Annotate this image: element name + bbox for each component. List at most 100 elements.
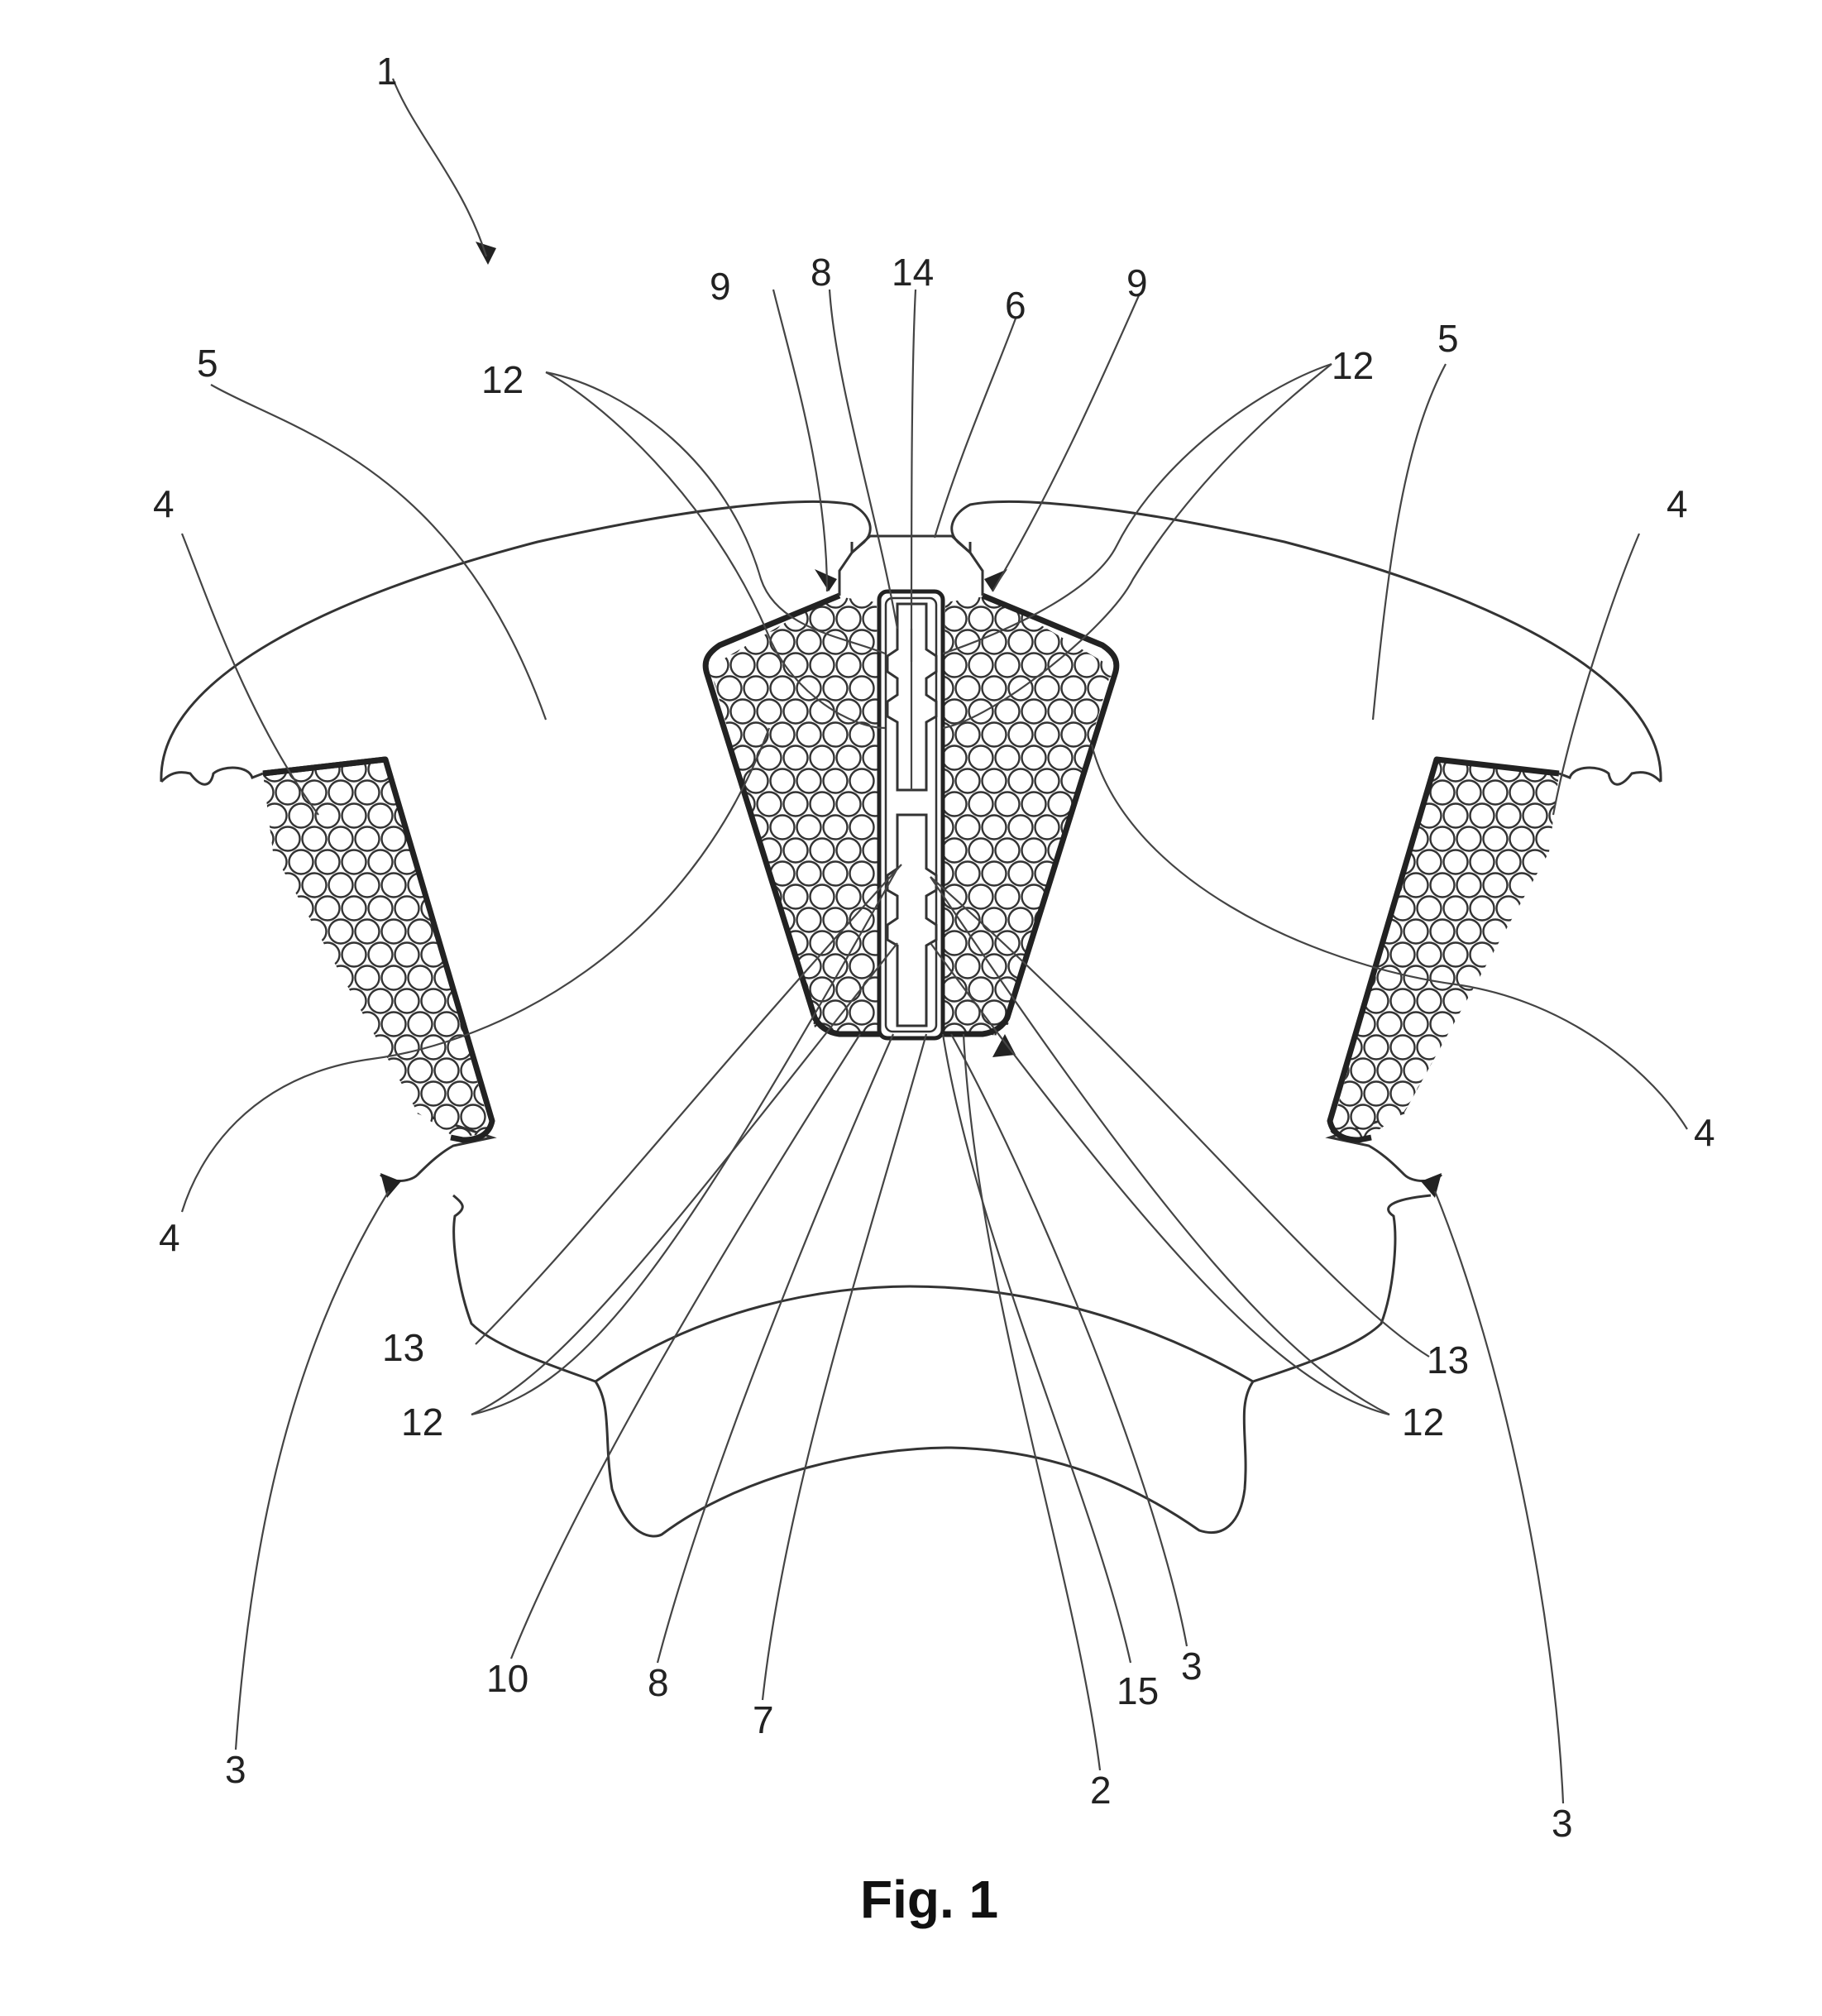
round-wire	[1429, 1104, 1456, 1130]
round-wire	[1416, 895, 1442, 922]
round-wire	[473, 802, 492, 829]
round-wire	[849, 675, 875, 702]
round-wire	[862, 745, 881, 771]
round-wire	[981, 907, 1007, 933]
round-wire	[1456, 779, 1482, 806]
round-wire	[1021, 745, 1047, 771]
round-wire	[849, 814, 875, 840]
label-2: 2	[1090, 1769, 1112, 1812]
round-wire	[941, 860, 954, 887]
round-wire	[1034, 814, 1060, 840]
round-wire	[1034, 768, 1060, 794]
round-wire	[1522, 802, 1548, 829]
label-4-mid-right: 4	[1694, 1111, 1715, 1154]
round-wire	[1363, 849, 1389, 875]
round-wire	[941, 814, 954, 840]
round-wire	[862, 930, 881, 956]
round-wire	[263, 826, 275, 852]
round-wire	[1509, 1104, 1535, 1130]
round-wire	[301, 872, 328, 898]
round-wire	[769, 999, 796, 1026]
round-wire	[849, 999, 875, 1026]
round-wire	[796, 814, 822, 840]
round-wire	[941, 930, 968, 956]
round-wire	[1429, 826, 1456, 852]
round-wire	[1442, 1034, 1469, 1061]
round-wire	[380, 965, 407, 991]
round-wire	[1442, 1127, 1469, 1137]
round-wire	[380, 1104, 407, 1130]
round-wire	[809, 930, 835, 956]
yoke-inner-arc	[595, 1285, 1254, 1383]
label-3-bottom-left: 3	[225, 1748, 246, 1791]
round-wire	[263, 1104, 275, 1130]
round-wire	[394, 941, 420, 968]
round-wire	[341, 1034, 367, 1061]
round-wire	[328, 826, 354, 852]
round-wire	[1429, 872, 1456, 898]
round-wire	[809, 837, 835, 864]
round-wire	[1337, 802, 1363, 829]
round-wire	[263, 1011, 275, 1037]
round-wire	[301, 826, 328, 852]
round-wire	[263, 802, 288, 829]
round-wire	[1363, 802, 1389, 829]
round-wire	[822, 721, 849, 748]
round-wire	[1403, 872, 1429, 898]
round-wire	[288, 802, 314, 829]
round-wire	[968, 837, 994, 864]
round-wire	[407, 779, 433, 806]
round-wire	[1350, 872, 1376, 898]
round-wire	[447, 849, 473, 875]
round-wire	[941, 999, 954, 1026]
round-wire	[1363, 1080, 1389, 1107]
round-wire	[1495, 802, 1522, 829]
round-wire	[1509, 826, 1535, 852]
round-wire	[1100, 745, 1117, 771]
round-wire	[705, 1022, 729, 1036]
round-wire	[1482, 1011, 1509, 1037]
round-wire	[1482, 1057, 1509, 1084]
round-wire	[328, 872, 354, 898]
label-12-bottom-left: 12	[401, 1401, 443, 1444]
round-wire	[394, 759, 420, 783]
round-wire	[237, 1082, 261, 1106]
round-wire	[941, 606, 968, 632]
round-wire	[1535, 779, 1559, 806]
round-wire	[954, 953, 981, 979]
round-wire	[822, 814, 849, 840]
round-wire	[237, 1036, 261, 1060]
round-wire	[1060, 953, 1087, 979]
round-wire	[301, 965, 328, 991]
round-wire	[1403, 1011, 1429, 1037]
round-wire	[769, 675, 796, 702]
round-wire	[447, 941, 473, 968]
round-wire	[849, 768, 875, 794]
round-wire	[1509, 872, 1535, 898]
label-12-bottom-right: 12	[1402, 1401, 1444, 1444]
reference-labels: 1 5 5 4 4 4 4 12 12 9 8 14 6 9 13 13 12 …	[153, 50, 1715, 1845]
round-wire	[275, 1057, 301, 1084]
label-7: 7	[753, 1698, 774, 1741]
round-wire	[1456, 918, 1482, 945]
round-wire	[705, 883, 729, 910]
round-wire	[782, 698, 809, 725]
round-wire	[420, 988, 447, 1014]
round-wire	[1495, 1127, 1522, 1137]
round-wire	[1389, 988, 1416, 1014]
label-6: 6	[1005, 284, 1026, 327]
round-wire	[729, 698, 756, 725]
round-wire	[288, 1080, 314, 1107]
label-5-left: 5	[197, 342, 218, 385]
round-wire	[1074, 883, 1100, 910]
round-wire	[407, 1011, 433, 1037]
round-wire	[968, 883, 994, 910]
round-wire	[994, 791, 1021, 817]
round-wire	[301, 779, 328, 806]
label-12-top-left: 12	[481, 358, 524, 401]
round-wire	[835, 791, 862, 817]
round-wire	[941, 652, 968, 678]
round-wire	[1007, 596, 1034, 609]
round-wire	[941, 768, 954, 794]
round-wire	[1509, 1057, 1535, 1084]
